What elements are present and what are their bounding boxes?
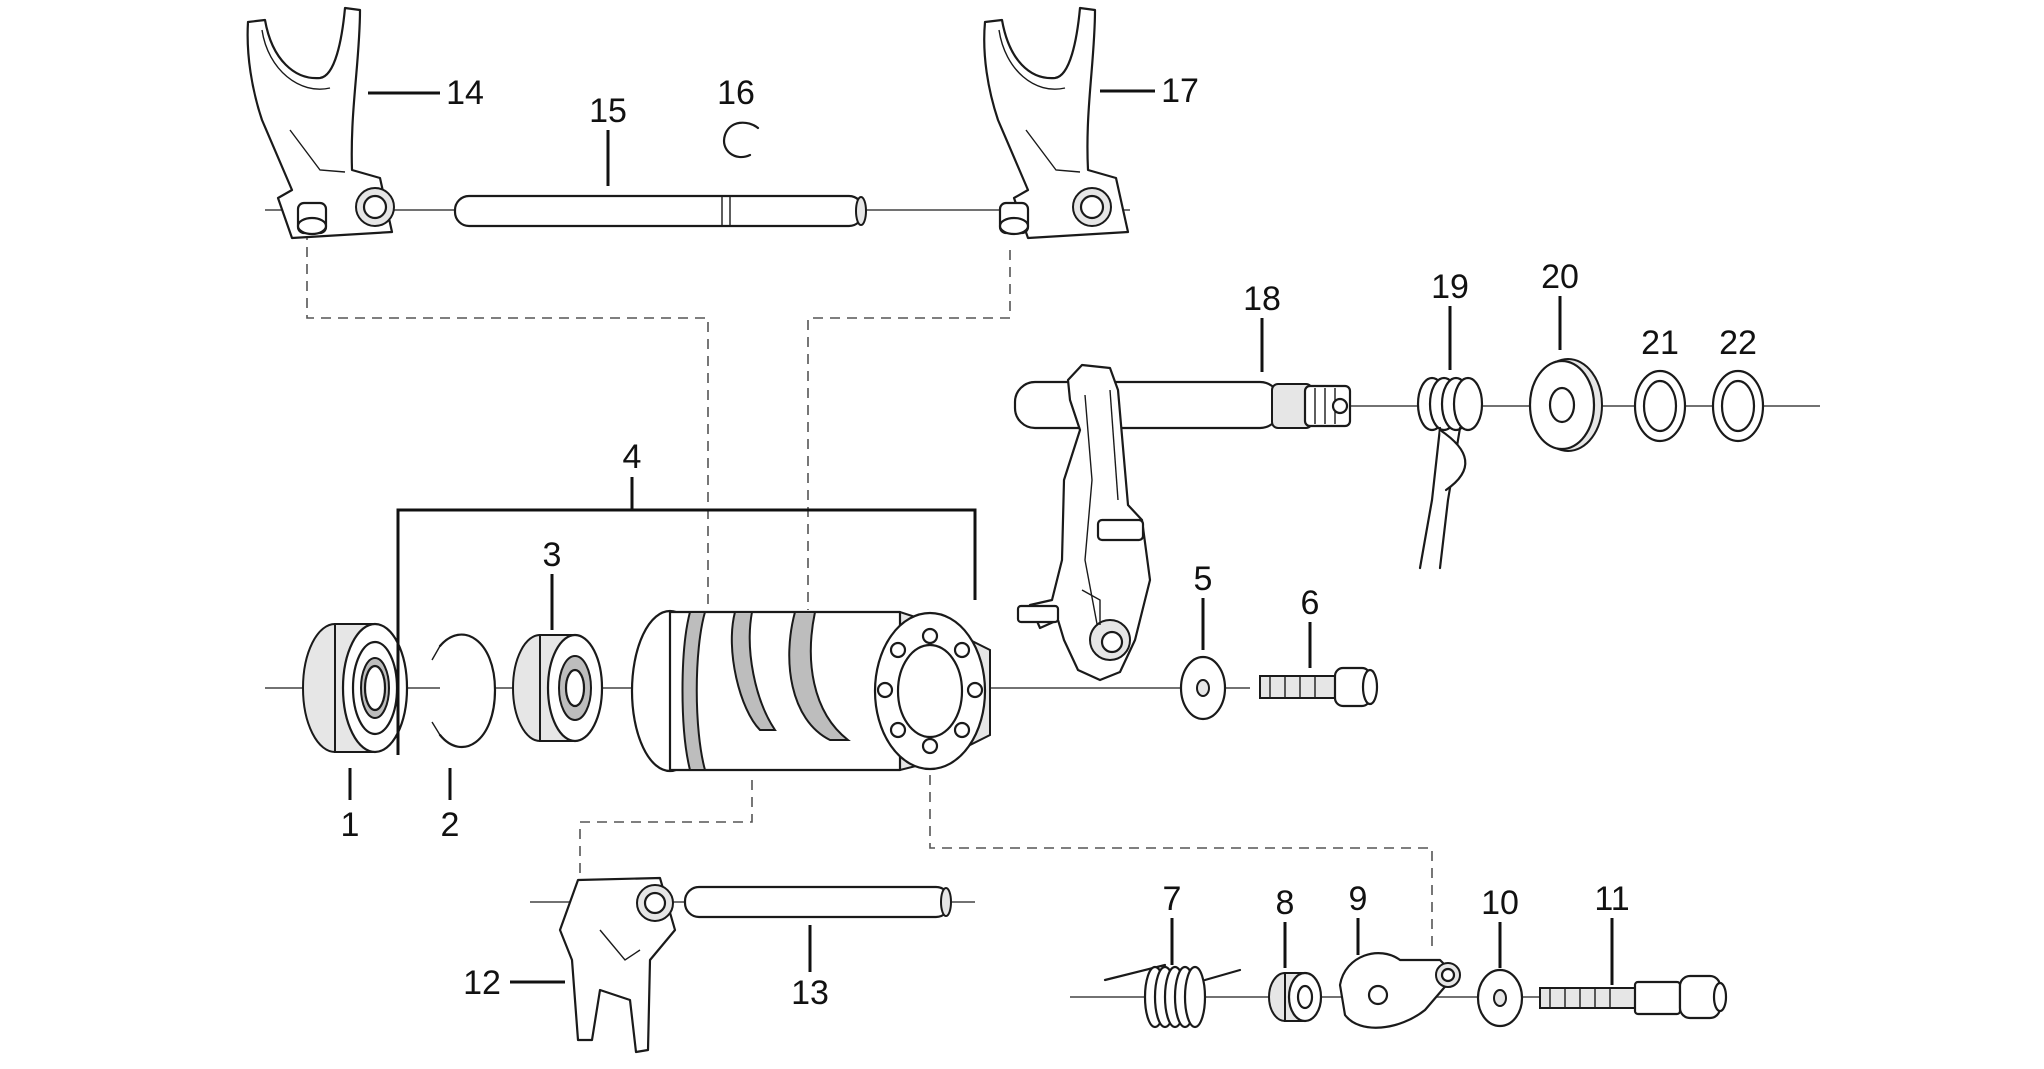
shift-fork-14 <box>246 6 395 240</box>
shift-fork-17 <box>983 6 1130 240</box>
assembly-guides <box>306 230 1433 950</box>
shift-drum-4 <box>630 609 991 773</box>
callout-22: 22 <box>1719 324 1757 362</box>
assembly-bracket-4 <box>396 508 977 755</box>
callout-5: 5 <box>1194 560 1213 598</box>
return-spring-19 <box>1416 376 1484 570</box>
callout-14: 14 <box>446 74 484 112</box>
callout-15: 15 <box>589 92 627 130</box>
fork-shaft-15 <box>453 194 867 228</box>
callout-18: 18 <box>1243 280 1281 318</box>
callout-13: 13 <box>791 974 829 1012</box>
circlip-2 <box>431 633 497 748</box>
callout-4: 4 <box>623 438 642 476</box>
leader-lines <box>348 89 1614 985</box>
shift-shaft-18 <box>1013 363 1352 682</box>
callout-19: 19 <box>1431 268 1469 306</box>
collar-8 <box>1268 971 1323 1023</box>
callout-9: 9 <box>1349 880 1368 918</box>
callout-17: 17 <box>1161 72 1199 110</box>
shim-21 <box>1633 369 1687 443</box>
callout-12: 12 <box>463 964 501 1002</box>
stopper-lever-9 <box>1338 952 1461 1029</box>
shift-fork-12 <box>558 876 677 1054</box>
callout-6: 6 <box>1301 584 1320 622</box>
bearing-3 <box>512 633 604 743</box>
callout-10: 10 <box>1481 884 1519 922</box>
bolt-11 <box>1539 974 1728 1020</box>
washer-20 <box>1528 358 1603 452</box>
washer-10 <box>1476 968 1524 1028</box>
bolt-6 <box>1259 666 1379 708</box>
shim-22 <box>1711 369 1765 443</box>
bearing-1 <box>302 622 409 754</box>
fork-shaft-13 <box>683 885 952 919</box>
torsion-spring-7 <box>1103 963 1242 1029</box>
callout-11: 11 <box>1594 880 1629 918</box>
callout-2: 2 <box>441 806 460 844</box>
callout-8: 8 <box>1276 884 1295 922</box>
callout-7: 7 <box>1163 880 1182 918</box>
callout-21: 21 <box>1641 324 1679 362</box>
washer-5 <box>1179 655 1227 721</box>
callout-3: 3 <box>543 536 562 574</box>
callout-16: 16 <box>717 74 755 112</box>
circlip-16 <box>722 121 760 159</box>
callout-1: 1 <box>341 806 360 844</box>
callout-20: 20 <box>1541 258 1579 296</box>
callout-labels: 1 2 3 4 5 6 7 8 9 10 11 12 13 14 15 16 1… <box>341 72 1757 1012</box>
